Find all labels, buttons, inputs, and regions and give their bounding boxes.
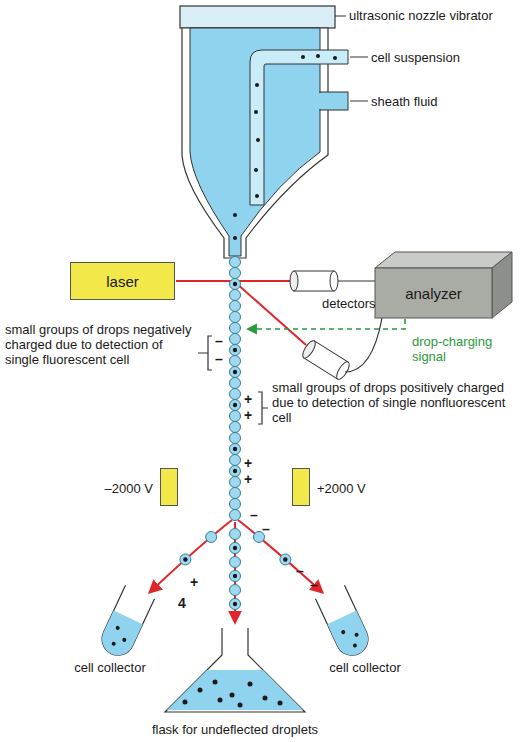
annotation: ultrasonic nozzle vibrator — [349, 8, 524, 23]
charge-sign: + — [244, 456, 252, 471]
charge-sign: – — [250, 508, 258, 523]
collection-flask: flask for undeflected droplets — [110, 615, 360, 737]
droplet — [230, 488, 241, 499]
droplet — [230, 510, 241, 521]
droplet — [230, 433, 241, 444]
droplet — [230, 290, 241, 301]
charge-sign: + — [244, 408, 252, 423]
deflected-path — [238, 520, 322, 592]
droplet — [230, 422, 241, 433]
droplet — [230, 571, 241, 582]
droplets — [180, 257, 291, 610]
charge-sign: – — [296, 564, 304, 579]
droplet — [230, 279, 241, 290]
droplet — [230, 312, 241, 323]
charge-sign: + — [244, 472, 252, 487]
droplet — [230, 367, 241, 378]
droplet — [230, 323, 241, 334]
leader-line — [335, 16, 346, 17]
droplet — [280, 554, 291, 565]
charge-sign: + — [244, 392, 252, 407]
droplet — [230, 356, 241, 367]
collector-tube — [315, 585, 373, 660]
annotation: cell suspension — [371, 50, 511, 65]
droplet — [230, 268, 241, 279]
node-label: flask for undeflected droplets — [152, 722, 318, 737]
sample-tube — [250, 50, 348, 205]
signal-wire — [345, 318, 382, 372]
bracket — [198, 336, 212, 370]
bracket — [258, 392, 268, 424]
droplet — [230, 455, 241, 466]
droplet — [230, 557, 241, 568]
droplet — [230, 389, 241, 400]
leader-line — [350, 57, 368, 58]
charge-sign: + — [190, 575, 198, 590]
node-label: cell collector — [74, 660, 146, 675]
deflection-plate: –2000 V — [160, 468, 178, 506]
sheath-inlet-join — [318, 93, 322, 109]
detector-cylinder — [300, 339, 351, 381]
node-label: cell collector — [329, 660, 401, 675]
node-label: laser — [106, 274, 139, 289]
charge-sign: – — [262, 522, 270, 537]
cells-in-tube — [233, 54, 337, 240]
droplet — [230, 378, 241, 389]
collector-tube — [97, 585, 155, 660]
charge-sign: – — [310, 578, 318, 593]
deflected-path — [150, 520, 232, 592]
droplet — [180, 554, 191, 565]
node-label: +2000 V — [317, 481, 366, 496]
droplet — [230, 301, 241, 312]
droplet — [230, 411, 241, 422]
cell-collector: cell collector — [40, 585, 180, 675]
node-label: –2000 V — [105, 481, 153, 496]
drop-charging-line — [248, 319, 405, 329]
leader-line — [350, 101, 368, 102]
charge-sign: – — [215, 352, 223, 367]
laser-box: laser — [70, 262, 175, 300]
charge-sign: – — [215, 334, 223, 349]
droplet — [230, 345, 241, 356]
deflection-plate: +2000 V — [292, 468, 310, 506]
droplet — [230, 466, 241, 477]
droplet — [230, 499, 241, 510]
droplet — [230, 257, 241, 268]
droplet — [206, 531, 217, 542]
cell-collector: cell collector — [290, 585, 440, 675]
annotation: drop-charging signal — [412, 334, 522, 364]
droplet — [230, 529, 241, 540]
node-label: analyzer — [405, 286, 462, 301]
scattered-beam — [236, 283, 306, 345]
flask — [165, 628, 305, 712]
annotation: detectors — [322, 296, 412, 311]
analyzer-box — [375, 252, 512, 318]
signal-wire — [338, 280, 375, 281]
annotation: sheath fluid — [371, 94, 511, 109]
charge-sign: 4 — [178, 596, 186, 611]
droplet — [230, 477, 241, 488]
annotation: small groups of drops positively charged… — [272, 380, 512, 425]
droplet — [230, 585, 241, 596]
droplet — [230, 400, 241, 411]
annotation: small groups of drops negatively charged… — [5, 322, 195, 367]
droplet — [230, 599, 241, 610]
sheath-inlet — [320, 92, 348, 110]
analyzer-box: analyzer — [375, 268, 492, 318]
detector-cylinder — [290, 271, 338, 291]
droplet — [230, 543, 241, 554]
vibrator-plate — [180, 6, 335, 28]
droplet — [230, 444, 241, 455]
droplet — [230, 334, 241, 345]
